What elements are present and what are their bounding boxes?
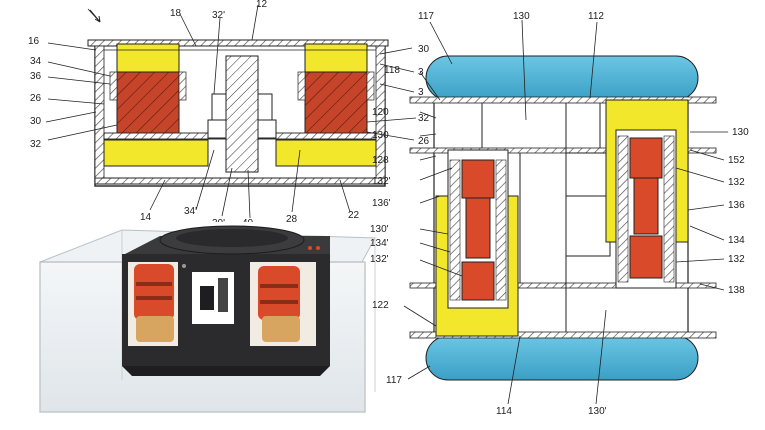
label-118: 118 <box>384 65 400 76</box>
left-red-coil-upper <box>462 160 494 198</box>
label-120: 120 <box>372 107 389 118</box>
label-130-prime: 130' <box>370 224 389 235</box>
label-26-right: 26 <box>418 136 430 147</box>
left-hatch-left <box>450 160 460 300</box>
label-138: 138 <box>728 285 745 296</box>
left-red-coil-lower <box>462 262 494 300</box>
label-36: 36 <box>30 71 42 82</box>
label-132-right-a: 132 <box>728 177 745 188</box>
label-32-prime: 32' <box>212 10 225 21</box>
label-34-prime: 34' <box>184 206 197 217</box>
left-coil-side-b <box>179 72 186 100</box>
label-130-right: 130 <box>732 127 749 138</box>
label-136: 136 <box>728 200 745 211</box>
right-lower-magnet <box>276 140 376 166</box>
label-130-top: 130 <box>513 11 530 22</box>
left-wall <box>95 46 104 178</box>
label-132-right-b: 132 <box>728 254 745 265</box>
label-114: 114 <box>496 406 512 417</box>
label-134: 134 <box>728 235 745 246</box>
label-22: 22 <box>348 210 360 221</box>
label-14: 14 <box>140 212 152 223</box>
right-red-coil-upper <box>630 138 662 178</box>
label-130-mid: 130 <box>372 130 389 141</box>
label-152: 152 <box>728 155 745 166</box>
right-coil <box>305 72 367 134</box>
blue-pad-bottom <box>426 336 698 380</box>
label-30-left: 30 <box>30 116 42 127</box>
label-34: 34 <box>30 56 42 67</box>
right-cross-section-diagram: 117 130 112 118 120 130 128 132' 136' 13… <box>370 11 749 417</box>
label-18: 18 <box>170 8 182 19</box>
label-132-prime-b: 132' <box>370 254 389 265</box>
label-12: 12 <box>256 0 268 10</box>
right-upper-magnet <box>305 44 367 72</box>
left-coil <box>117 72 179 134</box>
label-26-left: 26 <box>30 93 42 104</box>
right-coil-base <box>262 316 300 342</box>
label-112: 112 <box>588 11 604 22</box>
label-117-bottom: 117 <box>386 375 402 386</box>
right-coil-side-a <box>298 72 305 100</box>
left-red-coil-mid <box>466 198 490 258</box>
right-red-coil-mid <box>634 178 658 234</box>
right-red-coil-lower <box>630 236 662 278</box>
label-16: 16 <box>28 36 40 47</box>
right-coil-photo <box>258 266 300 320</box>
blue-pad-top <box>426 56 698 100</box>
label-3-b: 3 <box>418 87 424 98</box>
label-30-top: 30 <box>418 44 430 55</box>
left-hatch-right <box>496 160 506 300</box>
label-130-prime-bottom: 130' <box>588 406 607 417</box>
right-hatch-right <box>664 136 674 282</box>
left-upper-magnet <box>117 44 179 72</box>
right-coil-side-b <box>367 72 374 100</box>
right-hatch-left <box>618 136 628 282</box>
center-shaft <box>226 56 258 172</box>
device-photo <box>0 222 395 430</box>
left-coil-side-a <box>110 72 117 100</box>
left-coil-base <box>136 316 174 342</box>
bottom-plate <box>95 178 385 184</box>
figure-arrow-icon <box>90 10 100 22</box>
left-cross-section-diagram: 12 18 32' 16 30 34 36 26 30 32 32 26 14 … <box>28 0 430 229</box>
label-134-prime: 134' <box>370 238 389 249</box>
label-32-left: 32 <box>30 139 42 150</box>
device-base <box>122 366 330 376</box>
label-117-top: 117 <box>418 11 434 22</box>
left-coil-photo <box>134 264 174 320</box>
label-128: 128 <box>372 155 389 166</box>
label-132-prime-a: 132' <box>372 176 391 187</box>
left-lower-magnet <box>104 140 208 166</box>
label-122: 122 <box>372 300 389 311</box>
label-136-prime: 136' <box>372 198 391 209</box>
